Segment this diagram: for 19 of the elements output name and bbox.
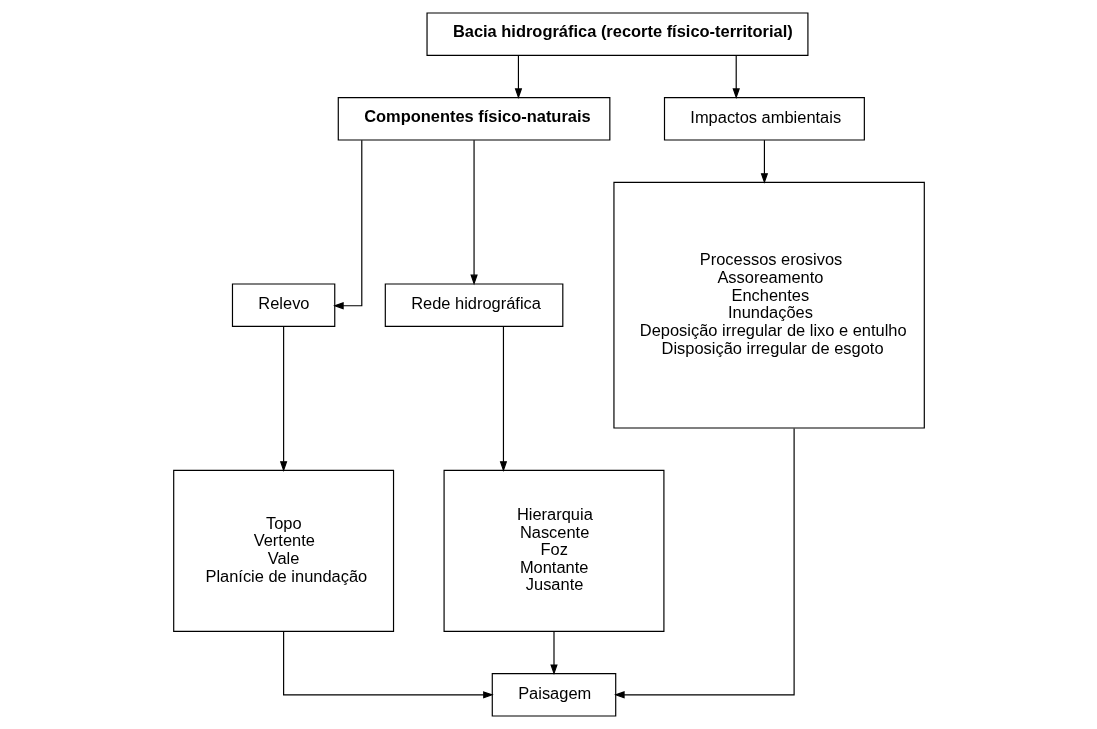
arrow bbox=[469, 139, 478, 286]
node-box: Componentes físico-naturais bbox=[337, 97, 610, 141]
arrow bbox=[760, 139, 768, 184]
node-box: Relevo bbox=[231, 283, 335, 327]
node-box: Bacia hidrográfica (recorte físico-territorial) bbox=[425, 12, 808, 56]
node-box: Topo Vertente Vale Planície de inundação bbox=[172, 469, 394, 632]
node-box: Impactos ambientais bbox=[663, 97, 865, 141]
node-box: Rede hidrográfica bbox=[384, 283, 563, 327]
node-box: Paisagem bbox=[491, 673, 616, 717]
node-box: Hierarquia Nascente Foz Montante Jusante bbox=[443, 469, 664, 632]
arrow bbox=[732, 54, 740, 99]
arrow bbox=[613, 427, 795, 699]
arrow bbox=[282, 631, 494, 699]
arrow bbox=[332, 139, 362, 310]
arrow bbox=[549, 631, 558, 676]
arrow bbox=[279, 325, 287, 472]
arrow bbox=[499, 325, 507, 472]
node-box: Processos erosivos Assoreamento Enchentes Inundações Deposição irregular de lixo e entulho Disposição irregular de esgoto bbox=[612, 181, 925, 429]
arrow bbox=[514, 54, 522, 99]
